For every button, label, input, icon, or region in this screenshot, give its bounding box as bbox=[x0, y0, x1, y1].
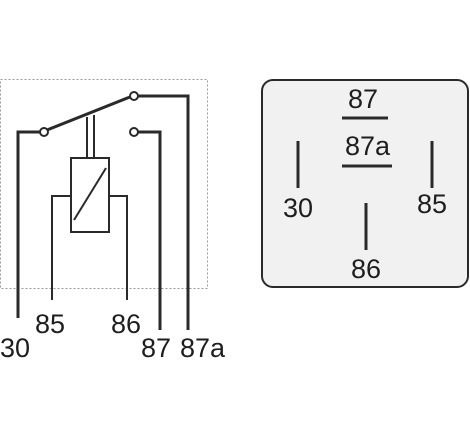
wire-30 bbox=[16, 130, 40, 318]
wire-87 bbox=[138, 130, 162, 330]
footprint-label-30: 30 bbox=[283, 193, 313, 223]
pin-label-30: 30 bbox=[0, 333, 30, 363]
footprint-label-86: 86 bbox=[351, 254, 381, 284]
footprint-label-87: 87 bbox=[348, 84, 378, 114]
contact-87 bbox=[129, 127, 139, 137]
relay-schematic: 30 85 86 87 87a bbox=[0, 79, 226, 363]
relay-footprint: 87 87a 30 85 86 bbox=[261, 79, 469, 288]
wire-86 bbox=[109, 195, 128, 300]
pin-label-87: 87 bbox=[141, 333, 171, 363]
common-contact-30 bbox=[39, 127, 49, 137]
wire-87a bbox=[138, 94, 190, 330]
contact-87a bbox=[129, 91, 139, 101]
footprint-label-85: 85 bbox=[417, 189, 447, 219]
footprint-label-87a: 87a bbox=[345, 131, 391, 161]
pin-label-87a: 87a bbox=[180, 333, 226, 363]
pin-label-85: 85 bbox=[35, 309, 65, 339]
pin-label-86: 86 bbox=[111, 309, 141, 339]
coil-diagonal bbox=[73, 167, 107, 221]
wire-85 bbox=[51, 195, 71, 300]
switch-armature bbox=[46, 95, 131, 132]
footprint-outline bbox=[261, 79, 469, 288]
coil-icon bbox=[70, 157, 110, 233]
